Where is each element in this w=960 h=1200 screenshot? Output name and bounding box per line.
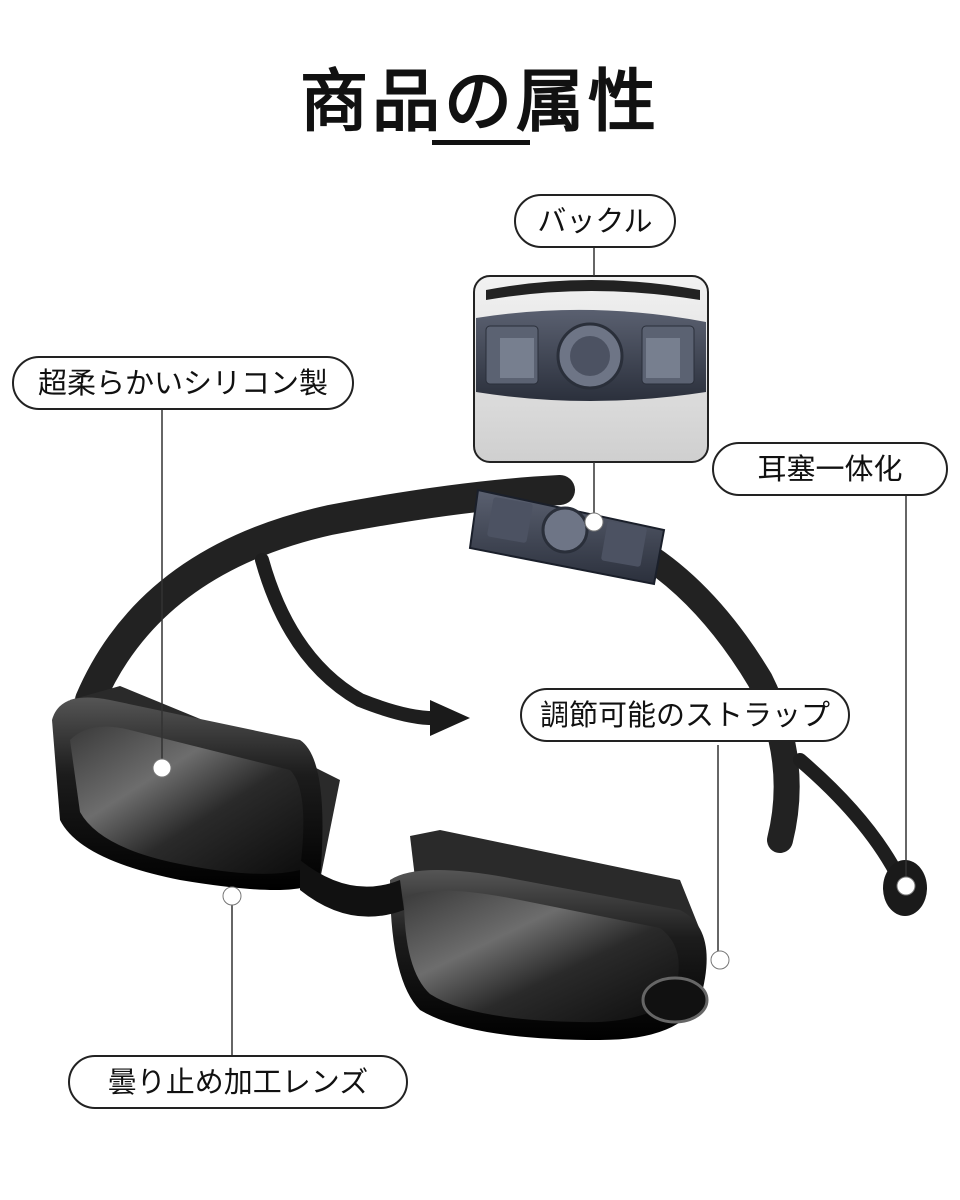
- silicone-dot: [152, 758, 172, 778]
- label-silicone: 超柔らかいシリコン製: [12, 356, 354, 410]
- strap-dot: [710, 950, 730, 970]
- buckle-part: [468, 488, 666, 586]
- label-strap: 調節可能のストラップ: [520, 688, 850, 742]
- buckle-dot: [584, 512, 604, 532]
- label-lens: 曇り止め加工レンズ: [68, 1055, 408, 1109]
- page-title: 商品の属性: [299, 63, 660, 142]
- lens-dot: [222, 886, 242, 906]
- earplug-dot: [896, 876, 916, 896]
- label-buckle: バックル: [514, 194, 676, 248]
- buckle-zoom-panel: [473, 275, 709, 463]
- title-underline: [432, 140, 530, 145]
- label-earplug: 耳塞一体化: [712, 442, 948, 496]
